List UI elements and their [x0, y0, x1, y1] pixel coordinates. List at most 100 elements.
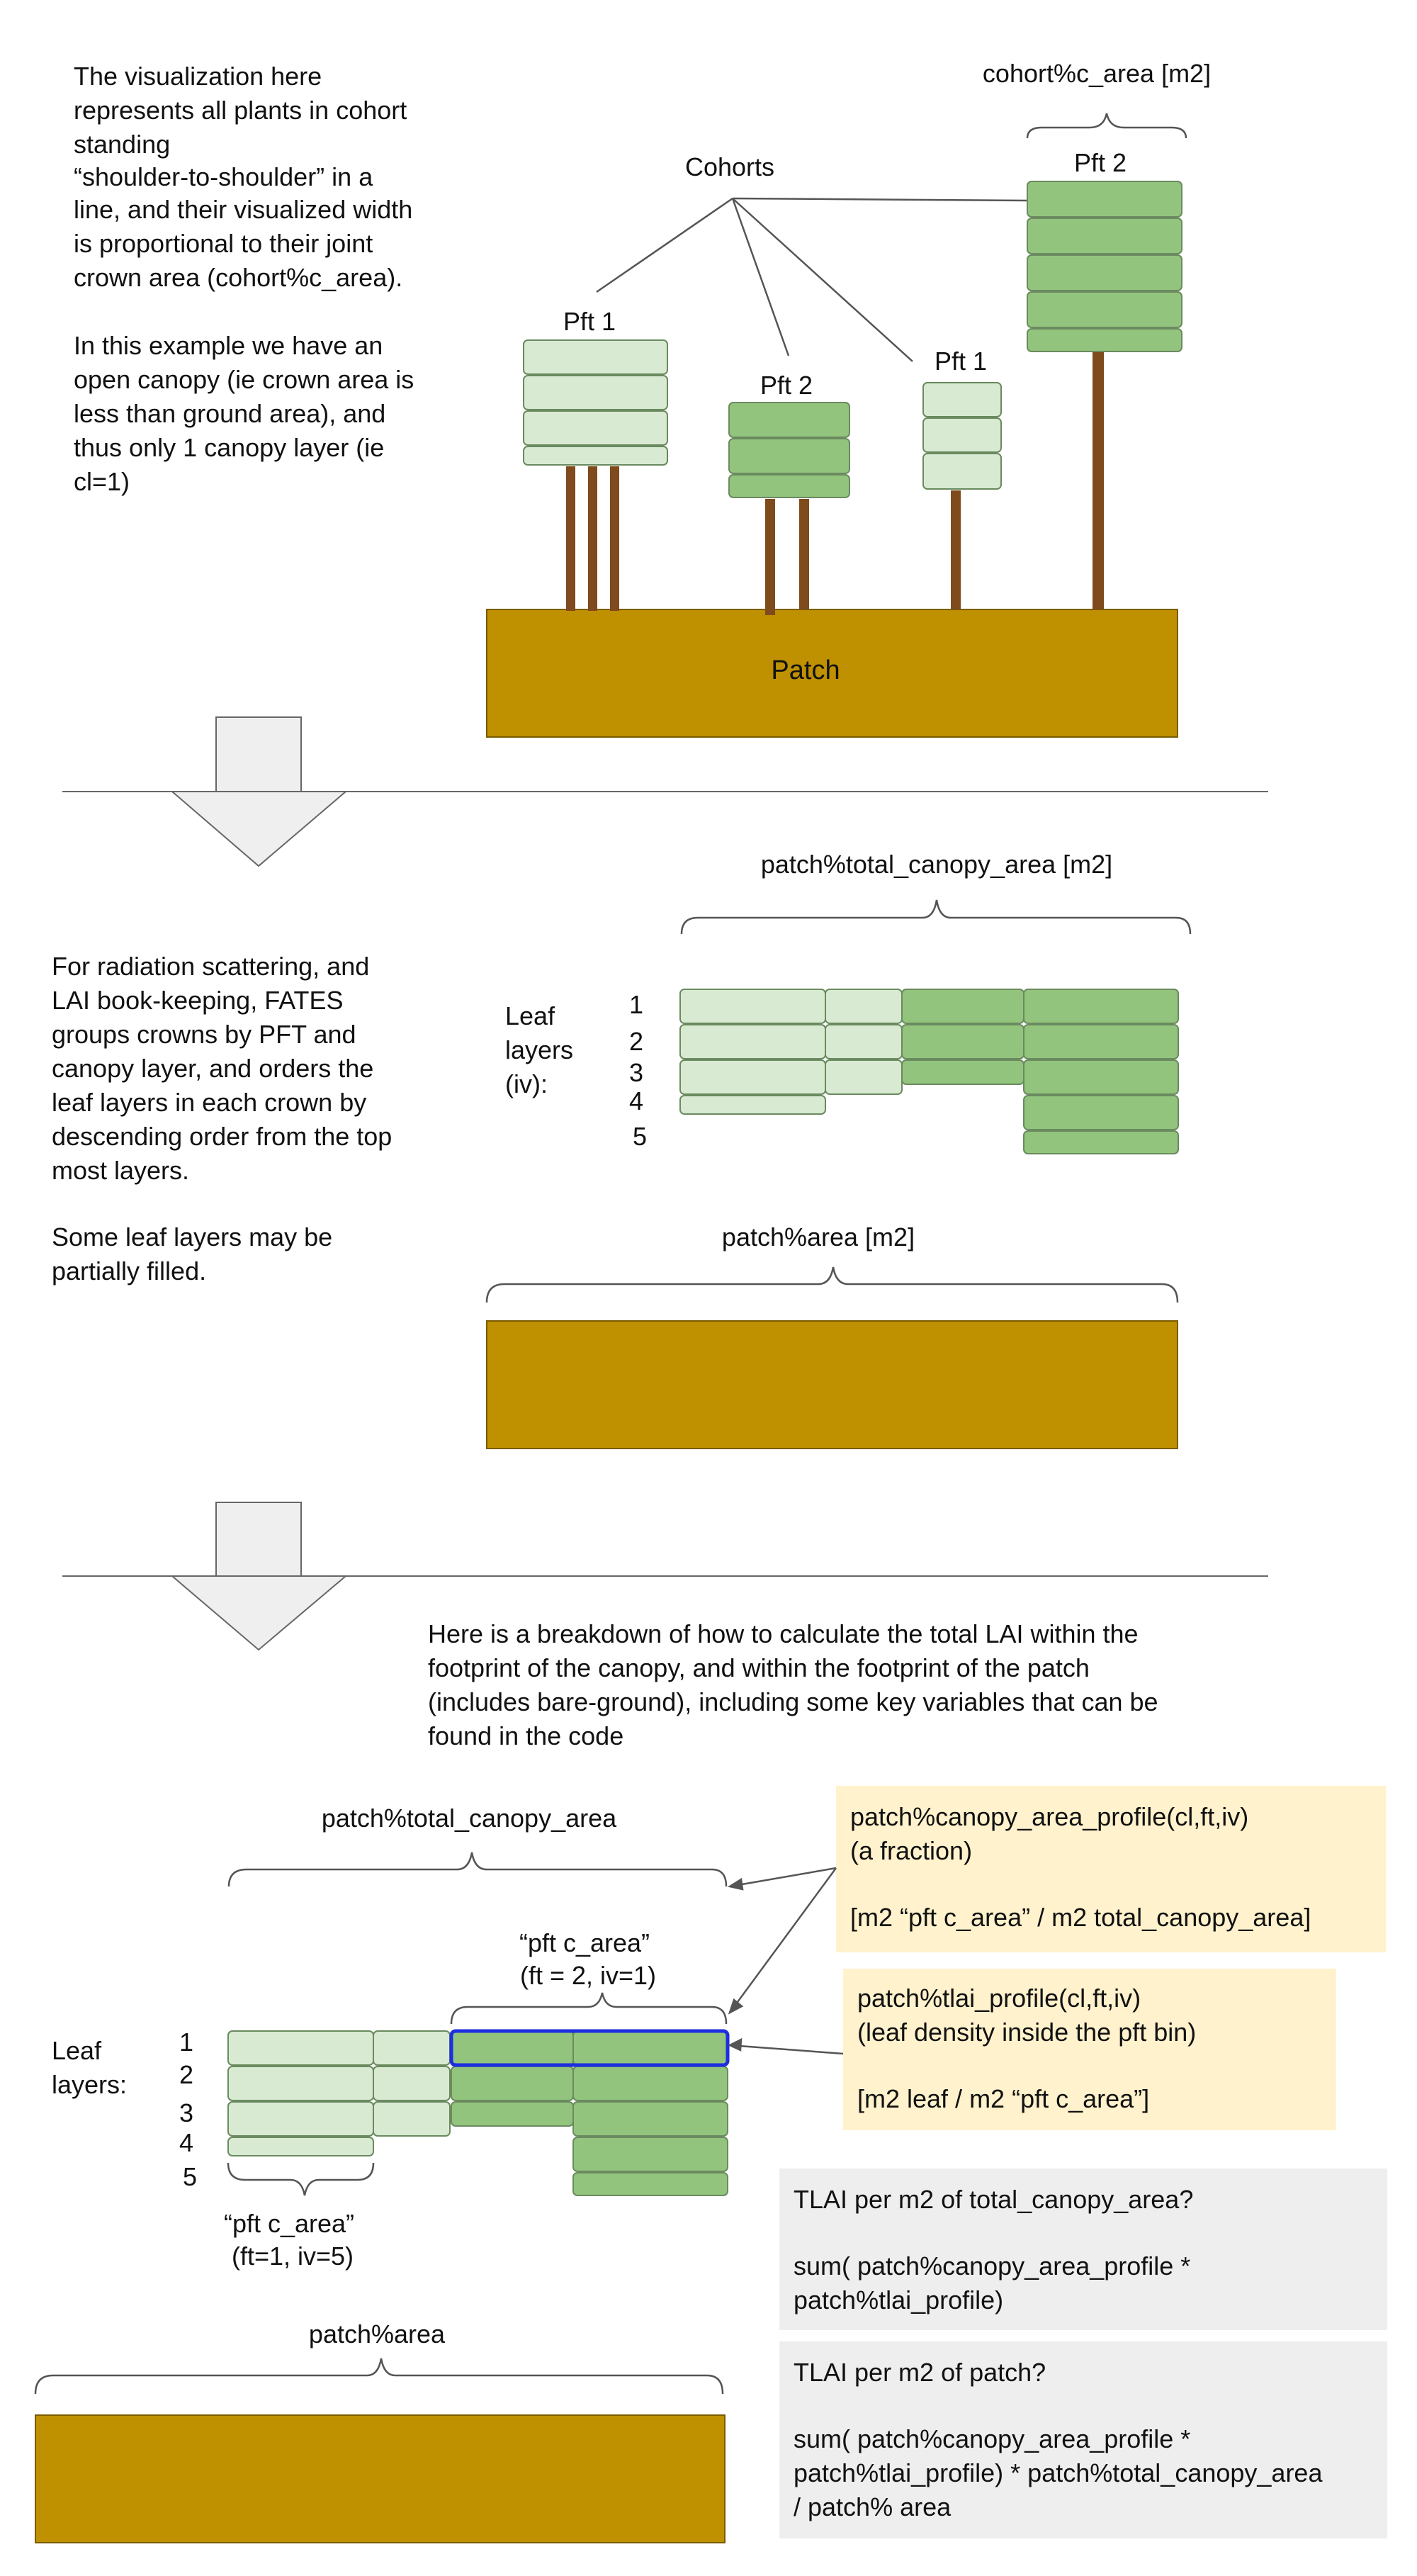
leaf-bin — [572, 2030, 728, 2066]
tree-2: Pft 2 — [728, 371, 850, 615]
note-tlai-profile-text: patch%tlai_profile(cl,ft,iv) (leaf densi… — [857, 1984, 1203, 2113]
arrow-to-highlighted-bin — [729, 2044, 844, 2055]
leaf-bin — [679, 1095, 826, 1115]
section-1: The visualization here represents all pl… — [74, 59, 1211, 738]
tree1-crown-layer — [523, 375, 668, 410]
pointer-line-tree2 — [731, 198, 790, 356]
leaf-bin — [572, 2066, 728, 2101]
formula-canopy-box — [779, 2169, 1387, 2330]
arrow-to-pft-brace — [728, 1867, 837, 2013]
note-canopy-area-profile-text: patch%canopy_area_profile(cl,ft,iv) (a f… — [850, 1802, 1311, 1932]
tree1-crown-layer — [523, 410, 668, 446]
leaf-bin — [373, 2066, 451, 2101]
formula-canopy-text: TLAI per m2 of total_canopy_area? sum( p… — [794, 2185, 1200, 2315]
section3-patch-ground — [35, 2414, 726, 2543]
tree1-trunk-c — [610, 466, 619, 611]
pointer-line-tree1 — [596, 197, 733, 293]
leaf-bin — [227, 2030, 374, 2066]
tree1-trunk-b — [588, 466, 597, 611]
leaf-bin — [451, 2066, 574, 2101]
tree2-crown-layer — [728, 402, 850, 438]
tree2-crown-layer — [728, 474, 850, 498]
leaf-bin — [1023, 1130, 1179, 1154]
tree2-pft-label: Pft 2 — [760, 371, 813, 400]
leaf-bin — [901, 1059, 1024, 1085]
leaf-bin — [572, 2137, 728, 2172]
tree-1: Pft 1 — [523, 307, 668, 611]
section-3: Here is a breakdown of how to calculate … — [34, 1619, 1387, 2543]
note-tlai-profile — [843, 1969, 1336, 2130]
note-canopy-area-profile — [836, 1786, 1386, 1952]
section2-patch-brace — [485, 1266, 1179, 1303]
section1-description: The visualization here represents all pl… — [74, 62, 421, 496]
section3-crown-grid — [227, 2029, 730, 2196]
arrowhead — [728, 1998, 744, 2015]
tree4-crown-layer — [1027, 291, 1182, 328]
cohorts-label: Cohorts — [685, 152, 774, 181]
cohort-c-area-label: cohort%c_area [m2] — [983, 59, 1211, 88]
pointer-line-tree3 — [732, 198, 913, 362]
tree1-trunk-a — [566, 466, 575, 611]
section2-patch-ground — [486, 1320, 1178, 1449]
pft-c-area-top-label: “pft c_area” (ft = 2, iv=1) — [519, 1928, 657, 1990]
pft-c-area-top-brace — [450, 1992, 728, 2025]
section2-description: For radiation scattering, and LAI book-k… — [52, 952, 399, 1286]
section2-leaf-layers-label: Leaf layers (iv): — [505, 1001, 580, 1098]
tree2-trunk-b — [799, 499, 809, 609]
leaf-bin — [451, 2030, 574, 2066]
leaf-bin — [572, 2172, 728, 2196]
leaf-bin — [679, 1024, 826, 1059]
leaf-bin — [679, 989, 826, 1024]
note-pointer-arrows — [727, 1867, 844, 2055]
tree4-trunk — [1093, 351, 1104, 609]
section3-patch-brace — [34, 2358, 724, 2395]
section3-layer-numbers: 1 2 3 4 5 — [179, 2027, 201, 2191]
section2-layer-numbers: 1 2 3 4 5 — [629, 990, 650, 1151]
tree4-pft-label: Pft 2 — [1074, 148, 1127, 177]
tree2-trunk-a — [765, 499, 775, 615]
tree1-crown-layer — [523, 446, 668, 466]
highlighted-pft-bin — [449, 2029, 730, 2067]
arrowhead — [727, 1877, 744, 1891]
leaf-bin — [825, 1059, 903, 1095]
tree1-crown-layer — [523, 339, 668, 375]
tree4-crown-layer — [1027, 181, 1182, 218]
section-2: For radiation scattering, and LAI book-k… — [52, 850, 1192, 1449]
leaf-bin — [1023, 1059, 1179, 1095]
tree4-crown-layer — [1027, 218, 1182, 254]
tree3-crown-layer — [922, 417, 1002, 453]
arrow-to-canopy-brace — [729, 1867, 837, 1888]
cohort-pointer-lines — [596, 197, 1028, 362]
section3-total-canopy-area-label: patch%total_canopy_area — [322, 1804, 617, 1833]
arrowhead — [728, 2037, 743, 2052]
leaf-bin — [901, 989, 1024, 1024]
tree-4: Pft 2 — [1027, 148, 1182, 609]
leaf-bin — [373, 2101, 451, 2137]
leaf-bin — [825, 989, 903, 1024]
tree1-pft-label: Pft 1 — [563, 307, 616, 336]
leaf-bin — [572, 2101, 728, 2137]
section2-total-canopy-area-label: patch%total_canopy_area [m2] — [761, 850, 1112, 879]
section3-canopy-brace — [227, 1852, 728, 1887]
leaf-bin — [227, 2101, 374, 2137]
leaf-bin — [901, 1024, 1024, 1059]
section3-leaf-layers-label: Leaf layers: — [52, 2036, 127, 2099]
leaf-bin — [1023, 1024, 1179, 1059]
leaf-bin — [825, 1024, 903, 1059]
pointer-line-tree4 — [732, 197, 1028, 202]
tree-3: Pft 1 — [922, 347, 1002, 609]
tree4-crown-layer — [1027, 254, 1182, 291]
formula-patch-box — [779, 2341, 1387, 2538]
section3-intro: Here is a breakdown of how to calculate … — [428, 1619, 1165, 1750]
tree3-trunk — [951, 490, 961, 609]
section2-crown-grid — [679, 989, 1179, 1154]
pft-c-area-bottom-brace — [227, 2162, 375, 2196]
formula-patch-text: TLAI per m2 of patch? sum( patch%canopy_… — [794, 2358, 1330, 2521]
leaf-bin — [1023, 989, 1179, 1024]
patch-ground — [486, 609, 1178, 738]
leaf-bin — [227, 2066, 374, 2101]
leaf-bin — [451, 2101, 574, 2127]
leaf-bin — [679, 1059, 826, 1095]
tree4-crown-layer — [1027, 328, 1182, 352]
